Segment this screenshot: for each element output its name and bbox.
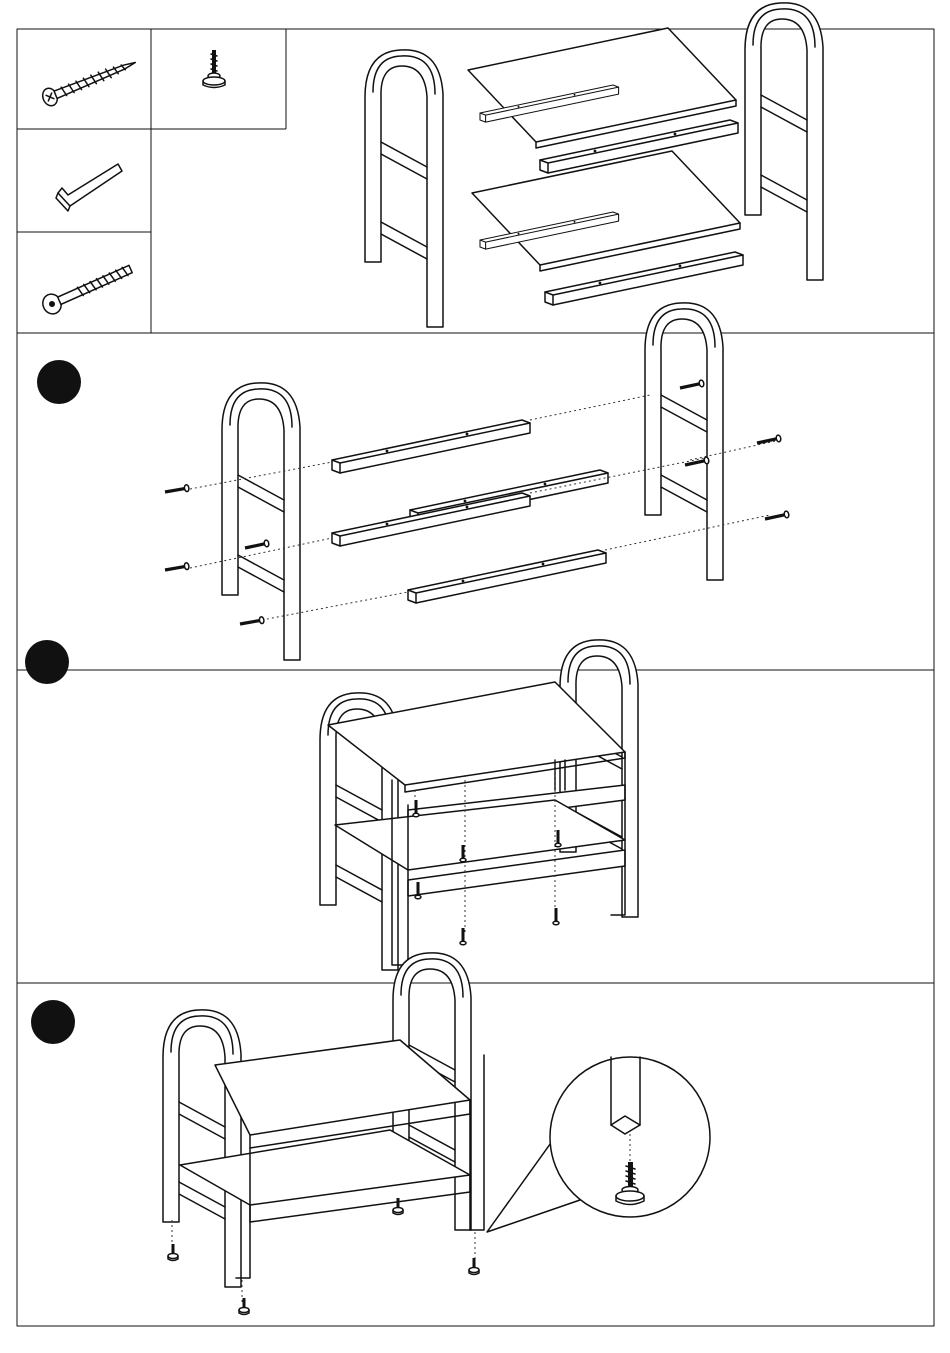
allen-key-icon (56, 164, 122, 211)
assembled-frame (328, 682, 625, 965)
step-1-marker (37, 360, 81, 404)
step-3-section (17, 953, 934, 1326)
detail-callout (487, 1057, 710, 1232)
step-2-marker (25, 640, 69, 684)
step-3-marker (31, 1000, 75, 1044)
step-3-feet (168, 1198, 479, 1315)
exploded-parts (365, 3, 823, 327)
step-1-section (17, 303, 934, 670)
step-2-section (17, 640, 934, 983)
parts-section (17, 3, 934, 333)
bolt-icon (40, 260, 135, 317)
leveling-foot-icon (203, 50, 225, 88)
wood-screw-icon (40, 54, 139, 108)
